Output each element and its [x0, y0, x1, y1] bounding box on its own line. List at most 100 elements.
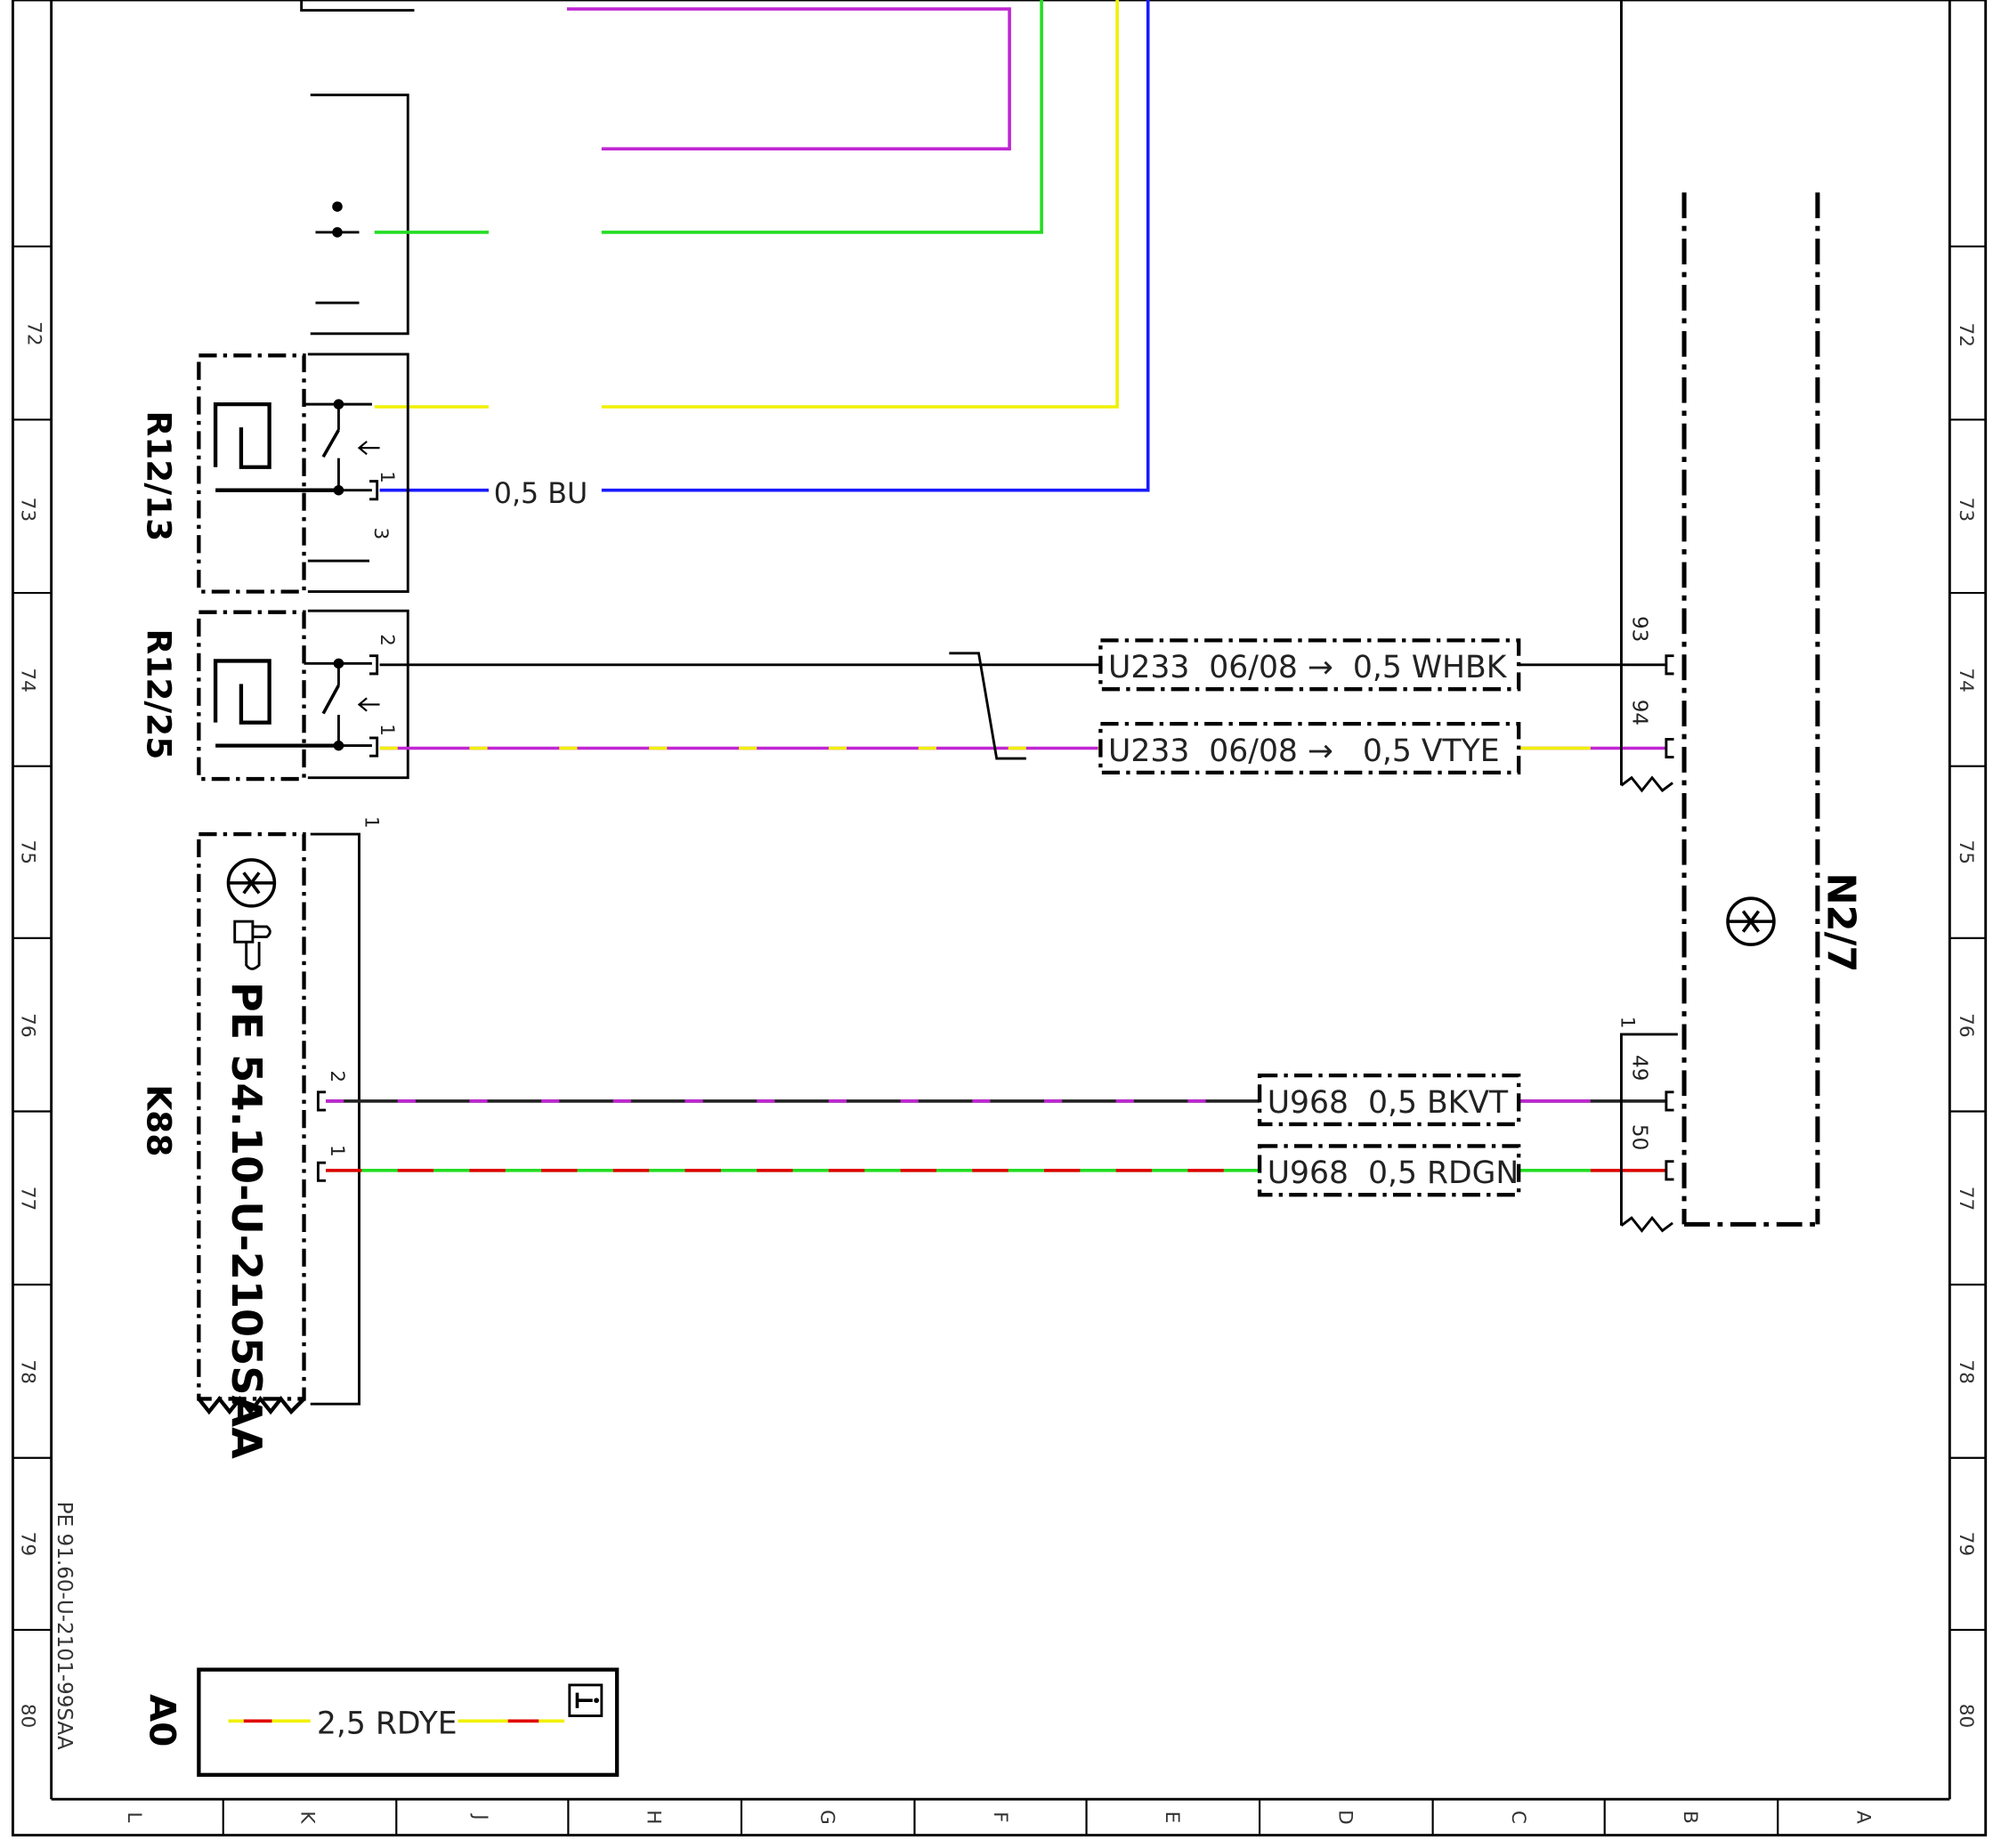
a0-wire-label: 2,5 RDYE [317, 1706, 458, 1742]
n2-7-pin-94: 94 [1627, 700, 1650, 725]
row-label-74-left: 74 [16, 668, 38, 693]
k88-frame-pin-1: 1 [361, 816, 383, 829]
column-label-h: H [643, 1810, 665, 1824]
document-id: PE 91.60-U-2101-99SAA [53, 1502, 76, 1750]
pin-bracket-icon [1665, 737, 1674, 759]
connector-u968-rdgn-label: U968 0,5 RDGN [1268, 1155, 1519, 1191]
arrow-icon [357, 697, 380, 712]
transistor-icon [226, 858, 277, 908]
a0-label: A0 [142, 1694, 183, 1747]
r12-25-pin-1: 1 [376, 724, 398, 736]
row-label-72-left: 72 [23, 321, 45, 346]
row-label-73-left: 73 [16, 498, 38, 523]
row-label-72-right: 72 [1955, 323, 1977, 348]
n2-7-pin-93: 93 [1627, 616, 1650, 642]
blue-wire [601, 0, 1150, 492]
n2-7-wavy-edge-upper [1620, 775, 1673, 793]
row-label-80-left: 80 [16, 1704, 38, 1729]
column-label-f: F [989, 1812, 1011, 1822]
connector-u968-bkvt-label: U968 0,5 BKVT [1268, 1085, 1509, 1121]
top-wires [374, 0, 1150, 492]
k88-reference-link[interactable]: PE 54.10-U-2105SAA [223, 982, 271, 1459]
connector-u968-bkvt: U968 0,5 BKVT [1257, 1073, 1521, 1127]
pin-bracket-icon [316, 1161, 327, 1182]
column-label-k: K [296, 1811, 319, 1824]
k88-wavy-edge [197, 1395, 306, 1415]
pointing-hand-icon [233, 920, 271, 970]
column-label-a: A [1852, 1811, 1875, 1824]
connector-u233-whbk: U233 06/08 → 0,5 WHBK [1098, 638, 1521, 692]
row-label-78-left: 78 [16, 1359, 38, 1384]
row-label-76-left: 76 [16, 1013, 38, 1038]
heater-icon [213, 659, 271, 725]
switch-contacts-top [332, 201, 343, 238]
yellow-wire [601, 0, 1119, 409]
row-label-79-left: 79 [16, 1532, 38, 1557]
column-ticks [222, 1799, 1779, 1836]
r12-25-frame [307, 609, 409, 780]
r12-25-pin-2: 2 [376, 634, 398, 646]
k88-pin-2: 2 [326, 1070, 348, 1082]
connector-u233-vtye-label: U233 06/08 → 0,5 VTYE [1108, 734, 1500, 769]
n2-7-frame-pin-1: 1 [1616, 1017, 1638, 1029]
row-label-79-right: 79 [1955, 1532, 1977, 1557]
heater-icon [213, 401, 271, 469]
row-label-80-right: 80 [1955, 1704, 1977, 1729]
n2-7-wavy-edge-lower [1620, 1215, 1673, 1233]
row-label-77-left: 77 [16, 1187, 38, 1212]
k88-label: K88 [140, 1084, 179, 1156]
row-label-75-right: 75 [1955, 840, 1977, 865]
row-label-77-right: 77 [1955, 1187, 1977, 1212]
connector-u968-rdgn: U968 0,5 RDGN [1257, 1144, 1521, 1197]
wire-label-bu: 0,5 BU [494, 478, 587, 510]
column-label-d: D [1333, 1810, 1356, 1825]
green-wire [601, 0, 1043, 234]
row-ticks [12, 245, 1986, 1631]
column-labels: L K J H G F E D C B A [123, 1810, 1874, 1825]
column-label-l: L [123, 1812, 145, 1822]
r12-13-frame [307, 353, 409, 594]
pin-bracket-icon [1665, 654, 1674, 676]
component-n2-7: N2/7 93 94 1 49 50 [1616, 0, 1862, 1233]
row-label-75-left: 75 [16, 840, 38, 865]
component-k88: 1 PE 54.10-U-2105SAA K88 2 1 [140, 816, 383, 1459]
pin-bracket-icon [369, 480, 379, 501]
pin-bracket-icon [369, 654, 379, 676]
magenta-wire [566, 7, 1011, 151]
column-label-g: G [815, 1810, 838, 1825]
component-a0: A0 2,5 RDYE [142, 1667, 620, 1777]
r12-25-label: R12/25 [140, 628, 179, 759]
column-label-b: B [1679, 1811, 1701, 1824]
connector-u233-vtye: U233 06/08 → 0,5 VTYE [1098, 721, 1521, 775]
k88-frame [310, 832, 361, 1406]
n2-7-pin-49: 49 [1627, 1055, 1650, 1081]
pin-bracket-icon [1665, 1090, 1674, 1112]
pin-bracket-icon [1665, 1160, 1674, 1181]
k88-pin-1: 1 [326, 1145, 348, 1157]
info-icon[interactable] [568, 1683, 604, 1717]
connector-u233-whbk-label: U233 06/08 → 0,5 WHBK [1108, 650, 1508, 685]
top-partial-components [300, 0, 415, 336]
column-label-j: J [469, 1812, 491, 1820]
row-labels-left: 72 73 74 75 76 77 78 79 80 [16, 321, 45, 1728]
transistor-icon [1726, 896, 1776, 946]
n2-7-label: N2/7 [1818, 872, 1862, 972]
row-label-78-right: 78 [1955, 1359, 1977, 1384]
component-r12-25: 2 1 R12/25 [140, 609, 409, 782]
r12-13-pin-3: 3 [369, 528, 392, 540]
r12-13-label: R12/13 [140, 410, 179, 541]
r12-13-pin-1: 1 [376, 471, 398, 483]
row-label-74-right: 74 [1955, 668, 1977, 693]
column-label-c: C [1507, 1811, 1529, 1824]
row-labels-right: 72 73 74 75 76 77 78 79 80 [1955, 323, 1977, 1729]
r12-13-dashed-box [197, 353, 306, 594]
arrow-icon [357, 441, 380, 456]
n2-7-pin-50: 50 [1627, 1124, 1650, 1150]
column-label-e: E [1161, 1812, 1183, 1824]
drawing-frame [11, 0, 1988, 1837]
pin-bracket-icon [316, 1090, 327, 1112]
pin-bracket-icon [369, 736, 379, 758]
row-label-76-right: 76 [1955, 1013, 1977, 1038]
row-label-73-right: 73 [1955, 498, 1977, 523]
